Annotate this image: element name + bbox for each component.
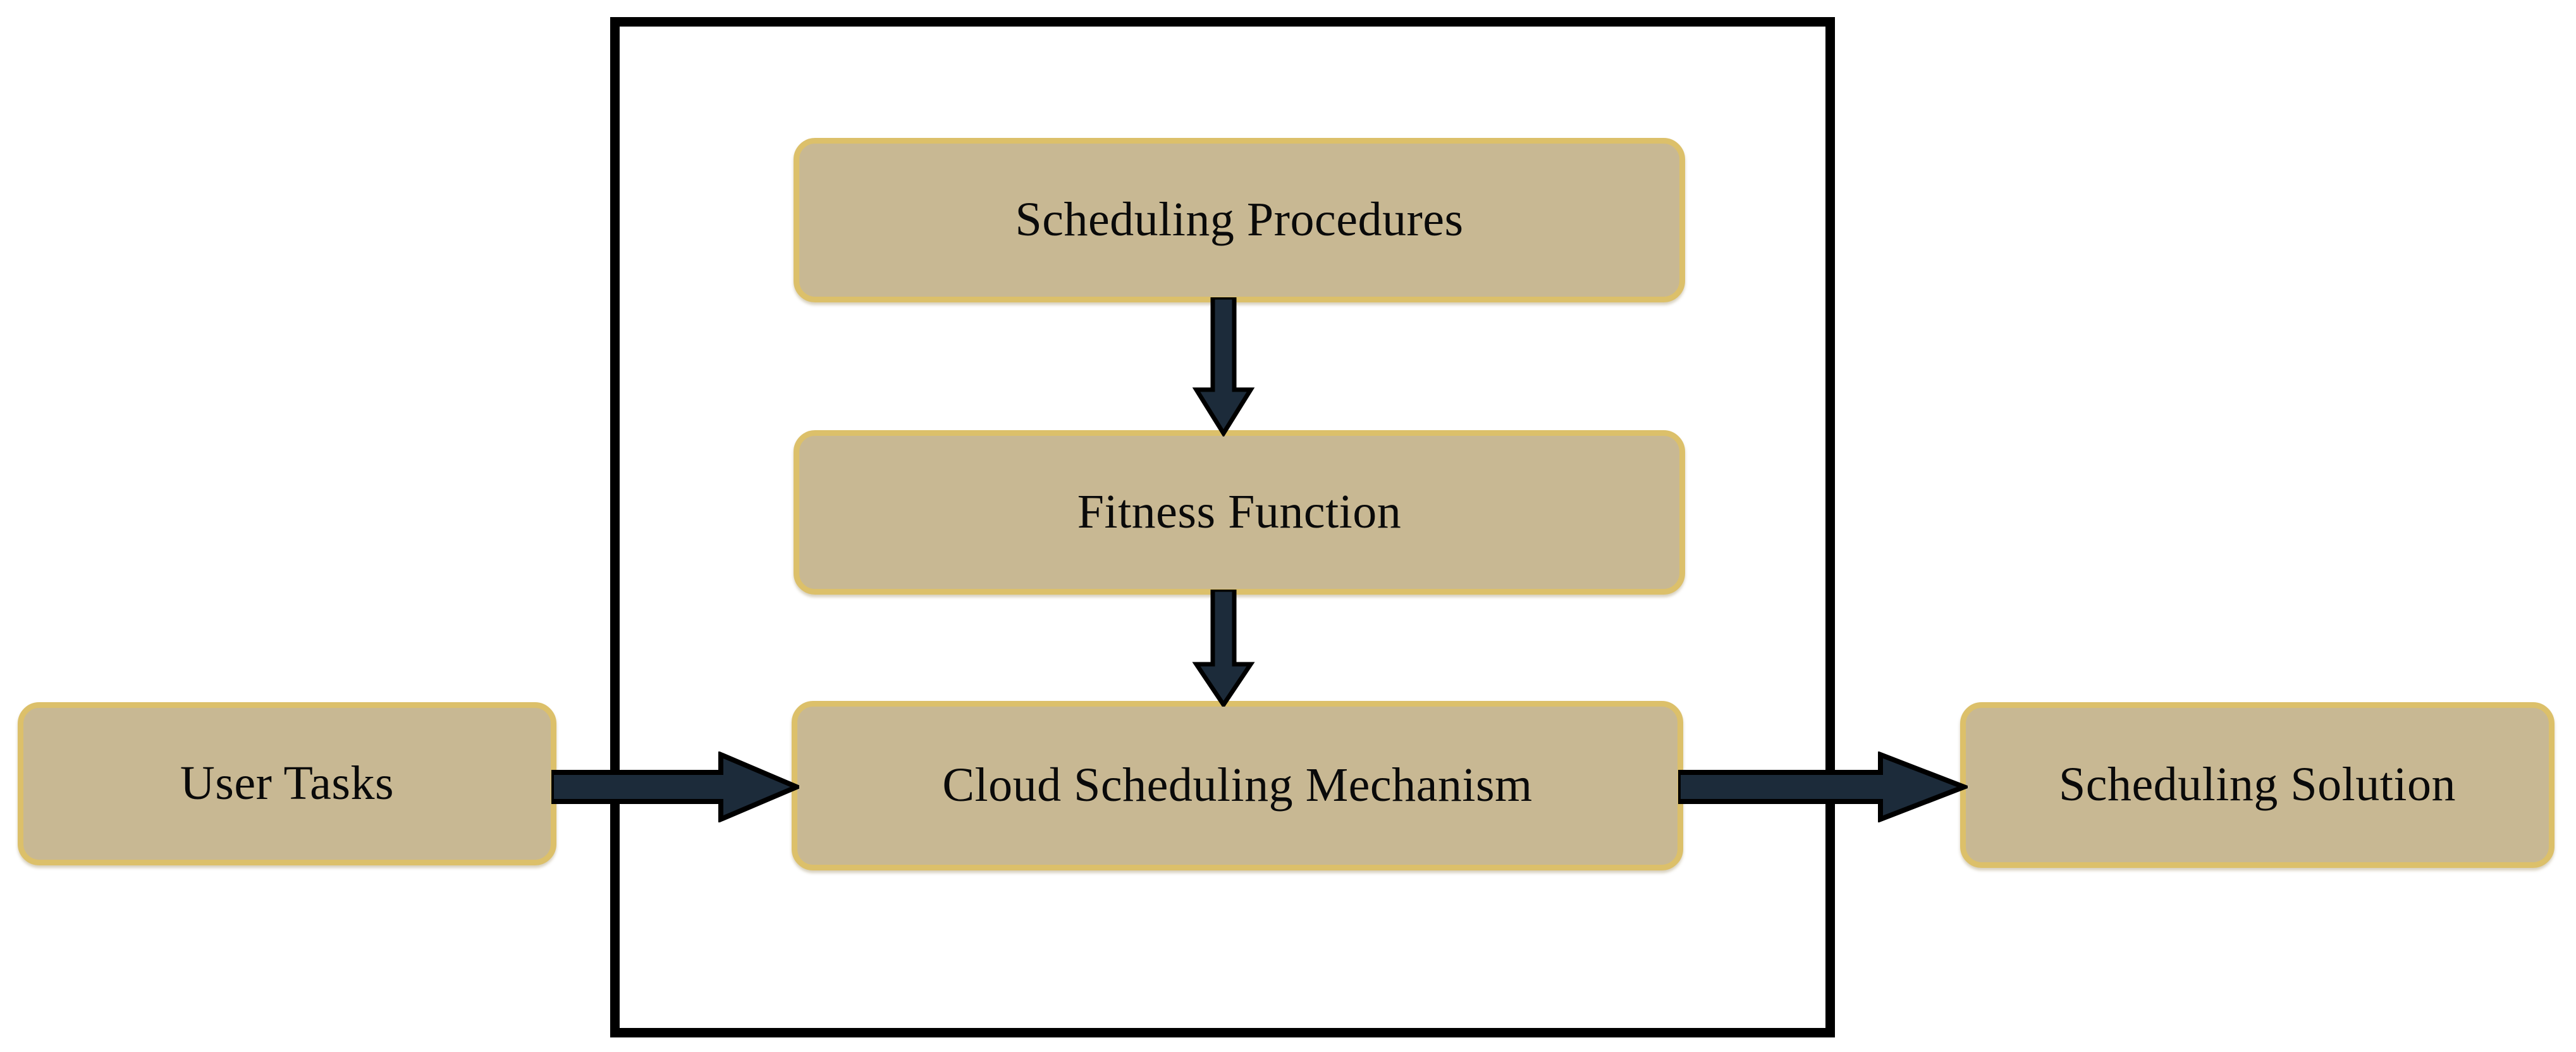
node-scheduling-solution-label: Scheduling Solution: [2058, 758, 2456, 812]
arrow-fitness-to-mechanism: [1189, 590, 1258, 707]
arrow-procedures-to-fitness: [1189, 297, 1258, 436]
arrow-right-icon: [1678, 752, 1968, 822]
arrow-down-icon: [1192, 590, 1255, 707]
node-cloud-scheduling-mechanism-label: Cloud Scheduling Mechanism: [942, 758, 1533, 812]
arrow-mechanism-to-solution: [1678, 752, 1968, 822]
node-scheduling-procedures-label: Scheduling Procedures: [1015, 193, 1464, 247]
node-scheduling-solution[interactable]: Scheduling Solution: [1960, 702, 2555, 868]
node-user-tasks-label: User Tasks: [180, 757, 395, 810]
arrow-right-icon: [551, 752, 799, 822]
node-scheduling-procedures[interactable]: Scheduling Procedures: [794, 138, 1685, 302]
arrow-tasks-to-mechanism: [551, 752, 799, 822]
node-user-tasks[interactable]: User Tasks: [18, 702, 556, 865]
arrow-down-icon: [1192, 297, 1255, 436]
node-fitness-function-label: Fitness Function: [1077, 485, 1402, 539]
node-cloud-scheduling-mechanism[interactable]: Cloud Scheduling Mechanism: [792, 701, 1683, 870]
node-fitness-function[interactable]: Fitness Function: [794, 430, 1685, 595]
